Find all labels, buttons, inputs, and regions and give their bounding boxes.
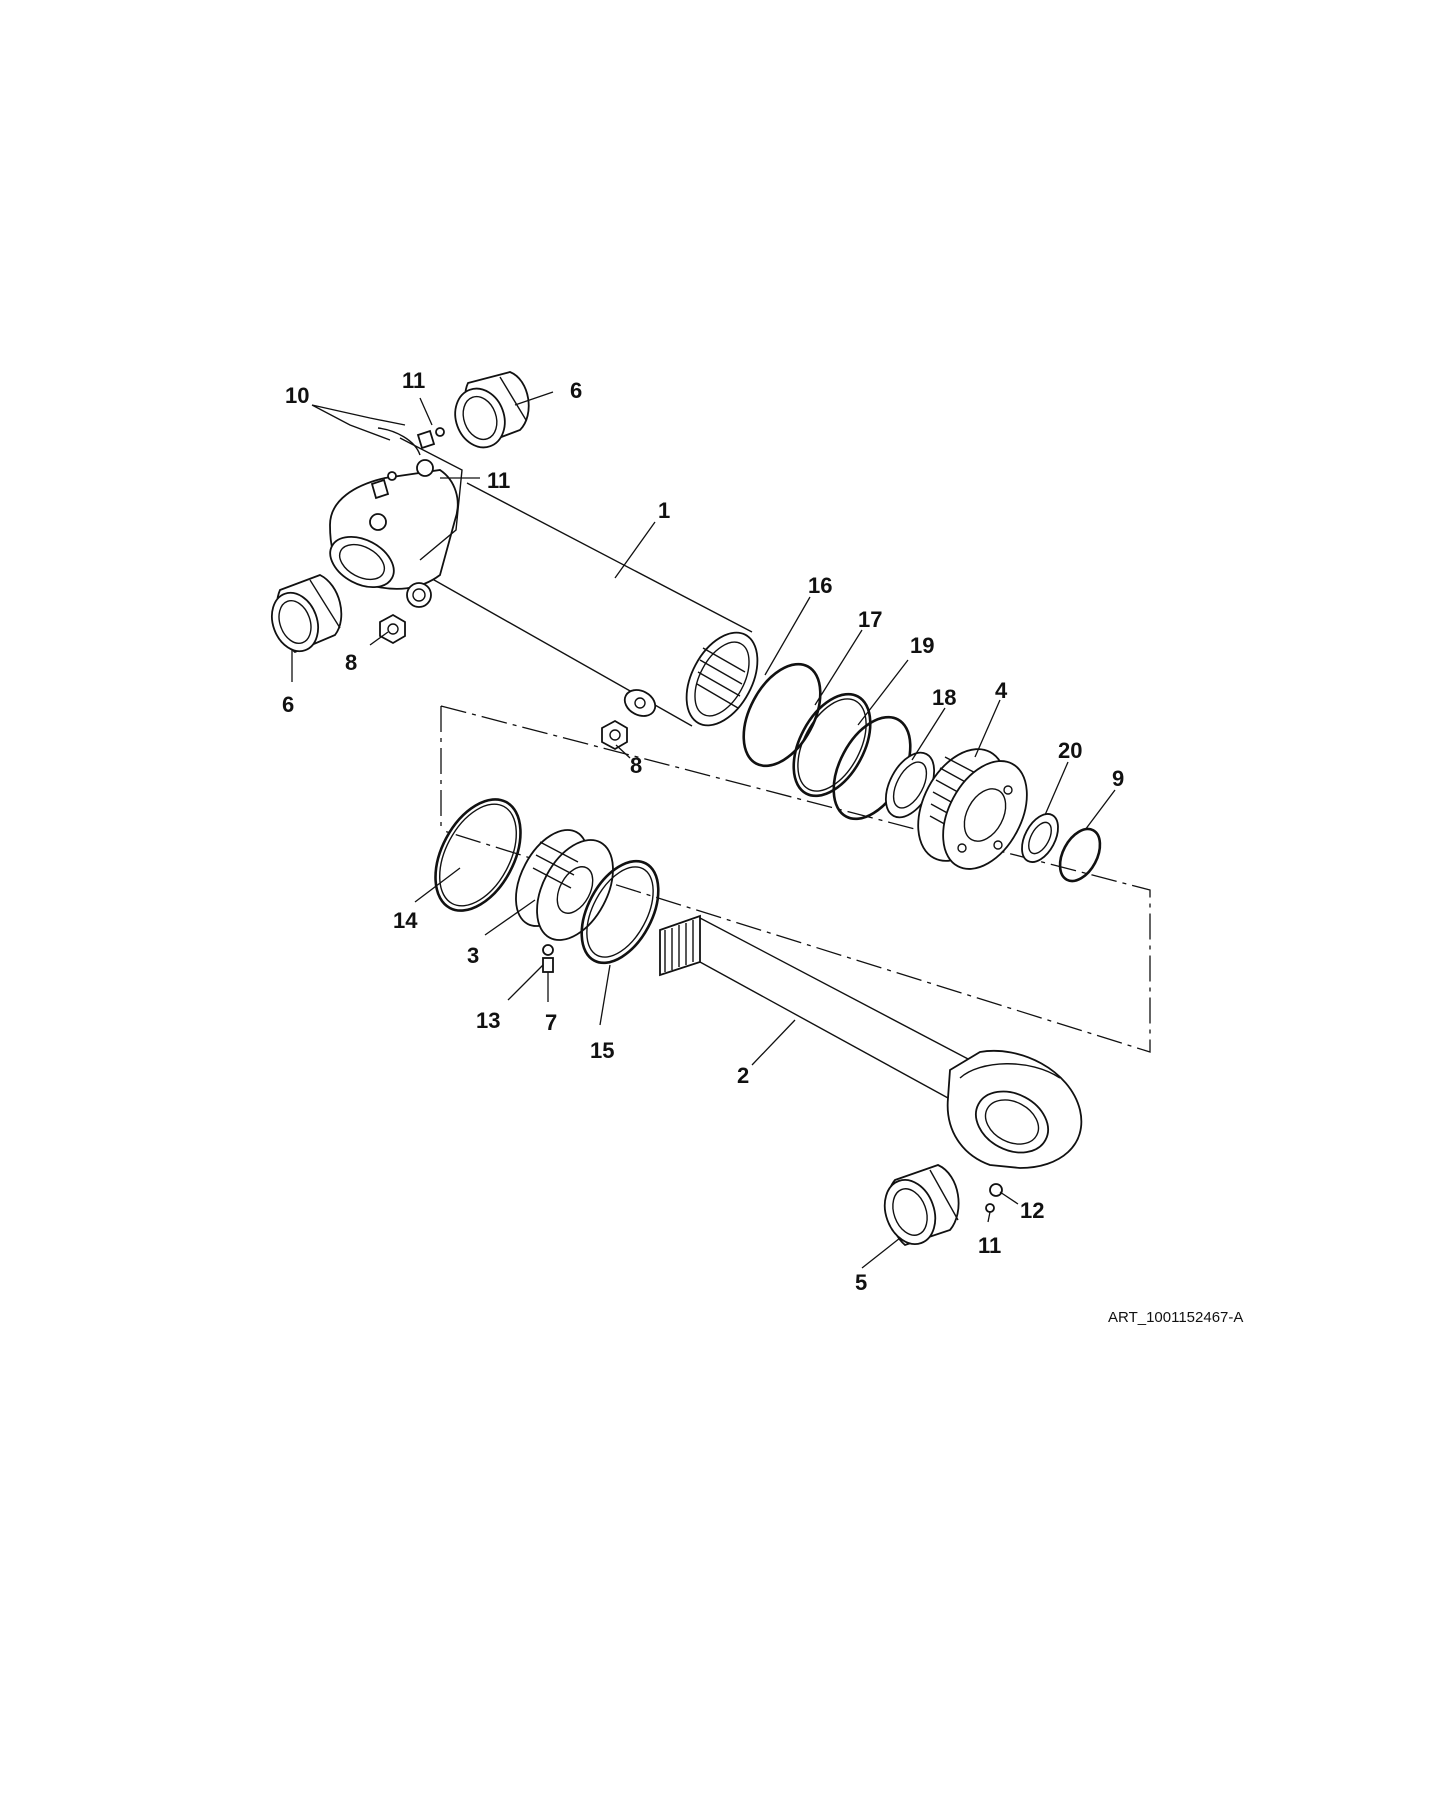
cylinder-head: [917, 748, 1028, 870]
callout-15: 15: [590, 1038, 614, 1063]
callout-2: 2: [737, 1063, 749, 1088]
bushing-bottom: [271, 574, 343, 654]
rod-eye: [946, 1050, 1083, 1169]
grease-fitting-rod-eye: [985, 1183, 1003, 1213]
callout-11-mid: 11: [487, 468, 510, 493]
callout-7: 7: [545, 1010, 557, 1035]
cylinder-barrel: [419, 482, 759, 727]
bushing-top: [454, 371, 530, 449]
seal-ring-16: [742, 662, 822, 768]
callout-1: 1: [658, 498, 670, 523]
assembly-phantom-line: [440, 705, 1151, 1053]
callout-17: 17: [858, 607, 882, 632]
port-boss-lower: [623, 689, 657, 717]
callout-6-top: 6: [570, 378, 582, 403]
callout-20: 20: [1058, 738, 1082, 763]
callout-18: 18: [932, 685, 956, 710]
piston-rod: [659, 914, 971, 1099]
callout-3: 3: [467, 943, 479, 968]
callout-8-upper: 8: [345, 650, 357, 675]
callout-16: 16: [808, 573, 832, 598]
head-clevis: [329, 427, 463, 608]
art-reference-id: ART_1001152467-A: [1108, 1309, 1243, 1326]
callout-13: 13: [476, 1008, 500, 1033]
callout-4: 4: [995, 678, 1008, 703]
seal-ring-17: [792, 692, 872, 798]
hex-plug-upper: [379, 613, 406, 645]
bushing-rod-eye: [883, 1164, 960, 1247]
callout-5: 5: [855, 1270, 867, 1295]
grease-fitting-side: [370, 471, 397, 500]
callout-8-lower: 8: [630, 753, 642, 778]
callout-labels: 1 2 3 4 5 6 6 7 8 8 9 10 11 11 11 12 13 …: [282, 368, 1243, 1326]
piston-3: [515, 829, 614, 941]
callout-14: 14: [393, 908, 418, 933]
retaining-ring-9: [1058, 827, 1102, 883]
callout-6-bottom: 6: [282, 692, 294, 717]
callout-11-top: 11: [402, 368, 425, 393]
callout-19: 19: [910, 633, 934, 658]
grease-fitting-top: [416, 427, 445, 450]
callout-11-rod-eye: 11: [978, 1233, 1001, 1258]
hex-plug-lower: [601, 719, 628, 751]
wear-ring-14: [434, 798, 522, 912]
set-screw: [542, 944, 554, 973]
leader-lines: [291, 391, 1116, 1269]
callout-10: 10: [285, 383, 309, 408]
rod-wiper-20: [1021, 813, 1059, 863]
callout-9: 9: [1112, 766, 1124, 791]
callout-12: 12: [1020, 1198, 1044, 1223]
piston-seal-15-inner: [586, 866, 654, 958]
wear-ring-14-inner: [439, 803, 517, 907]
seal-ring-17-inner: [797, 698, 867, 792]
piston-seal-15: [580, 859, 660, 965]
